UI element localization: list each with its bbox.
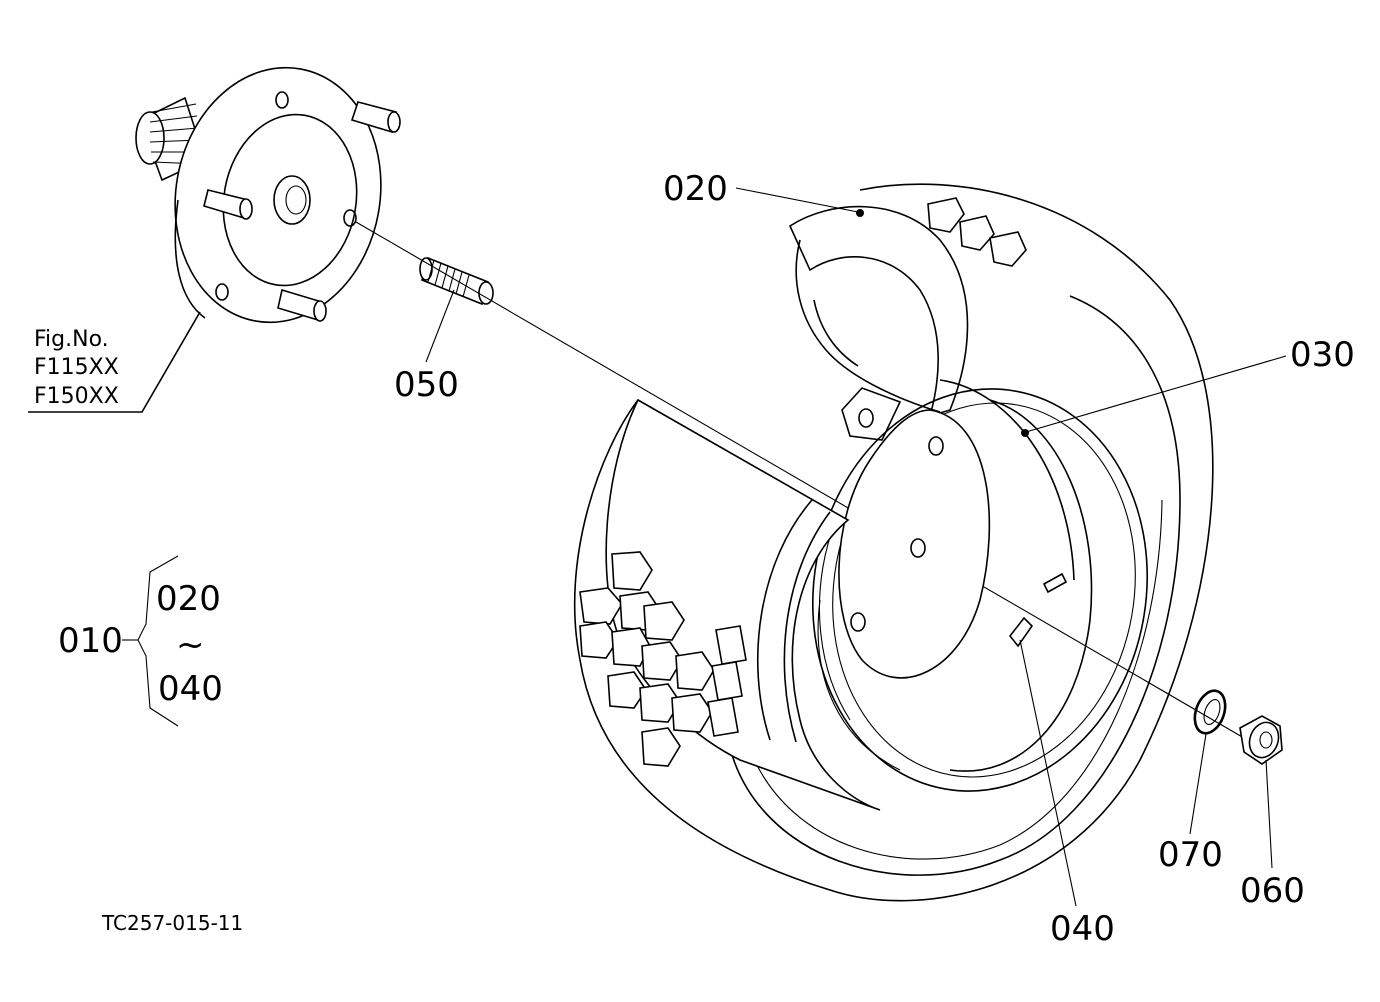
callout-020: 020 <box>663 169 728 209</box>
spring-washer <box>1193 689 1227 735</box>
assembly-range-start: 020 <box>156 579 221 619</box>
assembly-range-tilde: ~ <box>176 625 205 665</box>
fig-no-label: Fig.No. <box>34 327 109 352</box>
callout-050: 050 <box>394 365 459 405</box>
fig-no-f150: F150XX <box>34 384 119 409</box>
figure-reference: Fig.No. F115XX F150XX <box>28 311 201 413</box>
callout-030: 030 <box>1290 335 1355 375</box>
assembly-axis-line <box>355 221 1245 739</box>
assembly-bracket: 010 020 ~ 040 <box>58 555 223 727</box>
hub-flange <box>135 66 401 324</box>
callout-060: 060 <box>1240 871 1305 911</box>
wheel-assembly <box>573 183 1214 902</box>
hex-nut <box>1239 715 1283 765</box>
callout-040: 040 <box>1050 909 1115 949</box>
fig-no-f115: F115XX <box>34 355 119 380</box>
drawing-code: TC257-015-11 <box>101 911 243 935</box>
assembly-parent-010: 010 <box>58 621 123 661</box>
assembly-range-end: 040 <box>158 669 223 709</box>
leader-lines <box>425 187 1287 907</box>
callout-070: 070 <box>1158 835 1223 875</box>
